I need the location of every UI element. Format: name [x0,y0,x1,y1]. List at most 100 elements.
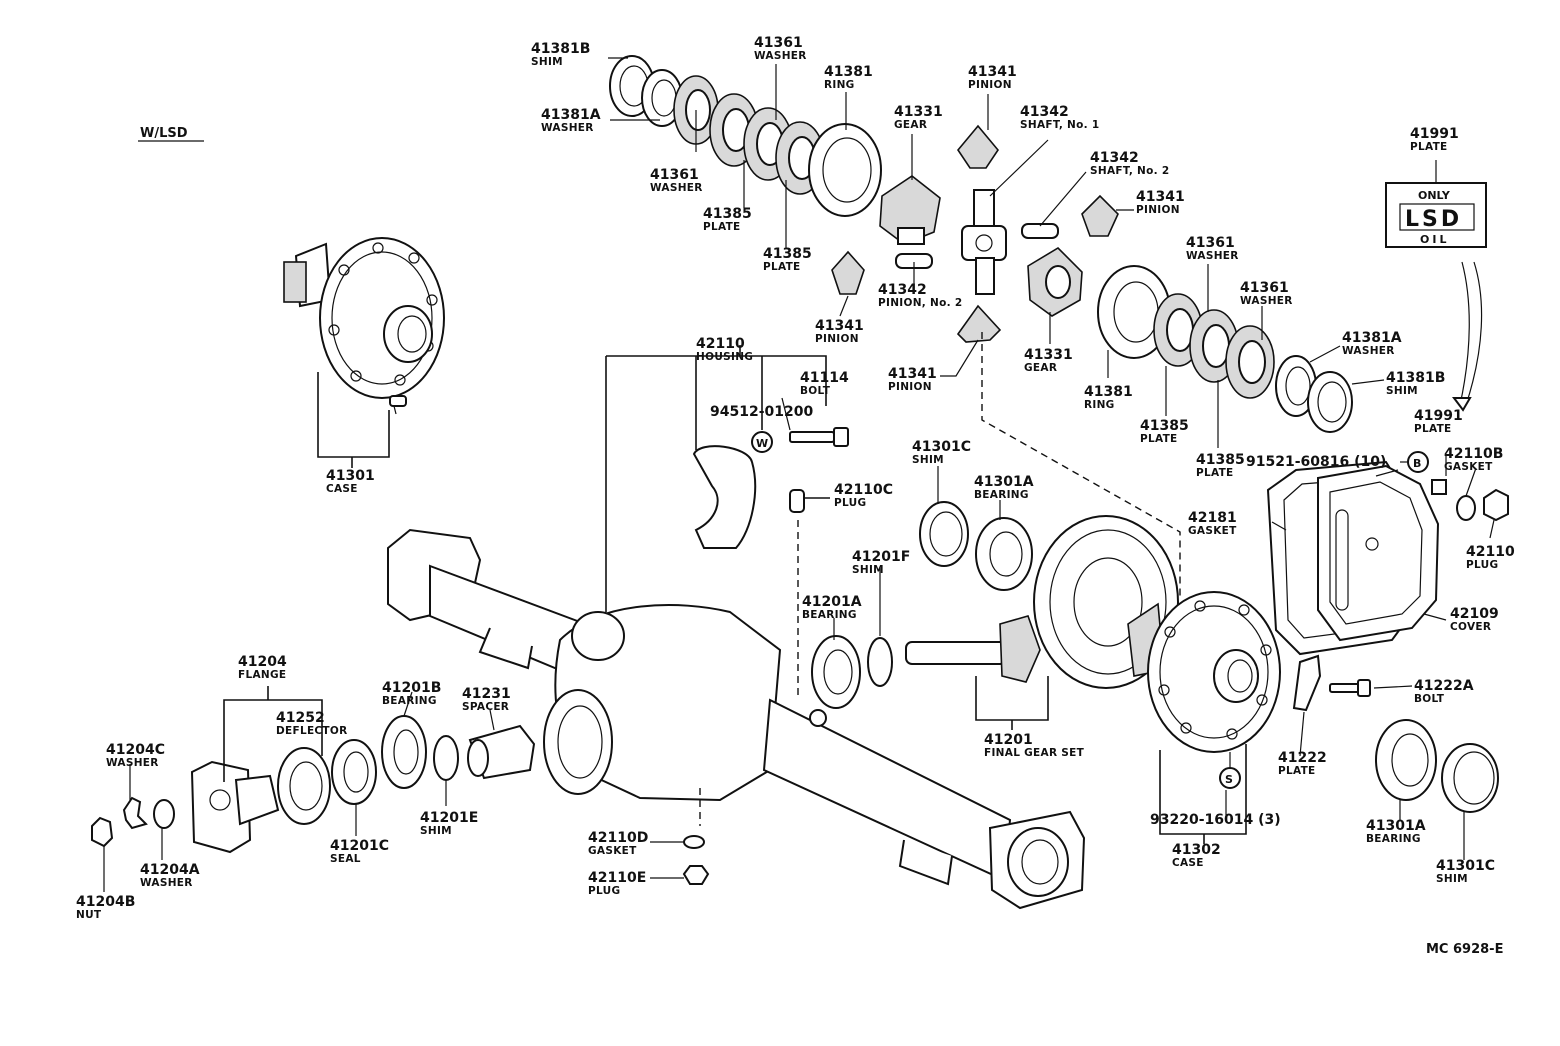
part-number: 41361 [650,167,699,183]
part-name: WASHER [1240,295,1293,307]
part-number: 42110B [1444,446,1503,462]
part-number: 41991 [1410,126,1459,142]
svg-text:S: S [1225,773,1233,786]
part-number: 41385 [763,246,812,262]
plug-42110e [682,865,710,885]
part-number: 41342 [1090,150,1139,166]
part-name: PINION, No. 2 [878,297,963,309]
part-number: 41114 [800,370,849,386]
part-number: 42110 [696,336,745,352]
plate-41991-small [1431,479,1447,495]
plate-arrow-1 [1459,261,1470,406]
part-number: 41301C [912,439,971,455]
gasket-42110b [1456,495,1476,521]
shim-41201e [433,735,459,781]
part-number: 41201C [330,838,389,854]
part-name: BOLT [800,385,831,397]
part-number: 91521-60816 (10) [1246,454,1386,470]
part-number: 41381 [1084,384,1133,400]
part-number: 41204 [238,654,287,670]
part-number: 41201F [852,549,910,565]
part-name: PLATE [1140,433,1178,445]
part-name: SHIM [531,56,563,68]
part-number: 41201A [802,594,862,610]
svg-text:W: W [756,437,768,450]
part-name: HOUSING [696,351,753,363]
lsd-stack-left [609,55,882,217]
part-number: 41222 [1278,750,1327,766]
axle-housing [387,528,1086,910]
case-41301-leader [317,372,390,458]
part-name: WASHER [1342,345,1395,357]
part-number: 42181 [1188,510,1237,526]
part-number: 41204A [140,862,200,878]
part-name: CASE [1172,857,1204,869]
lsd-stack-right [1097,265,1353,433]
part-name: PINION [888,381,932,393]
diagram-code: MC 6928-E [1426,942,1503,957]
part-name: BEARING [802,609,857,621]
side-gear-top [879,175,941,245]
part-number: 41222A [1414,678,1474,694]
part-number: 41231 [462,686,511,702]
part-name: SHIM [1386,385,1418,397]
part-name: GASKET [1188,525,1237,537]
part-name: PLATE [763,261,801,273]
part-number: 41301A [1366,818,1426,834]
callout-labels: 41381BSHIM41361WASHER41381RING41381AWASH… [76,35,1515,921]
plate-arrowhead [1452,397,1472,412]
case-41302-leader [1159,744,1247,835]
lsd-case-drawing [283,237,445,399]
part-number: 41361 [754,35,803,51]
part-number: 42110D [588,830,648,846]
shim-41201f [867,637,893,687]
part-number: 41201E [420,810,478,826]
part-name: PLATE [1278,765,1316,777]
flange-41204 [190,760,280,854]
part-name: FLANGE [238,669,286,681]
cross-shaft [961,189,1007,295]
part-name: SEAL [330,853,361,865]
washer-41204a [153,799,175,829]
seal-41201c [331,739,377,805]
part-number: 41385 [703,206,752,222]
part-number: 42109 [1450,606,1499,622]
part-name: SPACER [462,701,509,713]
bearing-41201b [381,715,427,789]
marker-w [751,431,773,453]
part-name: PLATE [1196,467,1234,479]
pinion-left-small [831,250,865,295]
part-number: 41991 [1414,408,1463,424]
part-name: PLATE [1410,141,1448,153]
pinion-top [957,124,999,169]
part-name: CASE [326,483,358,495]
part-number: 42110C [834,482,893,498]
side-gear-right [1027,246,1083,317]
variant-label: W/LSD [140,126,188,141]
shim-41301c-low [1441,743,1499,813]
part-name: NUT [76,909,102,921]
side-bearing-41301a [975,517,1033,591]
callout-91521: 91521-60816 (10) [1246,454,1386,470]
